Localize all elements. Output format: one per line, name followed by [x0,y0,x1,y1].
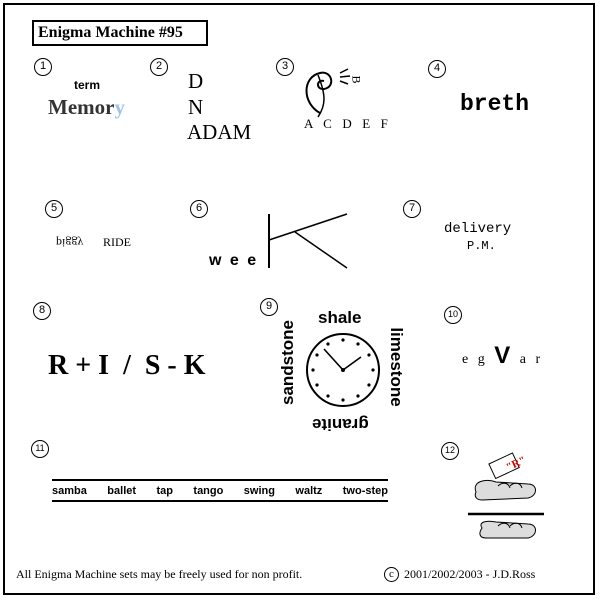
clock-tick [341,398,345,402]
clock-tick [315,383,319,387]
puzzle2-line3: ADAM [187,120,252,144]
number-12: 12 [441,442,459,460]
puzzle9-left-word: sandstone [278,319,297,405]
puzzle12-toes-drawing [468,452,544,539]
dance-item: waltz [295,485,323,497]
puzzle2-line1: D [188,69,204,93]
dance-item: tango [193,485,224,497]
puzzle11-dance-list: samba ballet tap tango swing waltz two-s… [52,479,388,502]
page-title: Enigma Machine #95 [32,20,208,46]
number-9: 9 [260,298,278,316]
number-10: 10 [444,306,462,324]
puzzle10-text: e g V a r [462,342,543,370]
puzzle7-line1: delivery [444,221,512,237]
footer-copyright: 2001/2002/2003 - J.D.Ross [404,567,536,581]
puzzle1-word: Memory [48,95,125,120]
number-11: 11 [31,440,49,458]
clock-tick [356,342,360,346]
puzzle4-word: breth [460,91,530,117]
clock-icon [306,333,380,407]
footer-notice: All Enigma Machine sets may be freely us… [16,567,303,581]
number-4: 4 [428,60,446,78]
puzzle6-k-shape [268,213,348,269]
puzzle9-right-word: limestone [387,327,406,407]
dance-item: ballet [107,485,137,497]
clock-tick [356,394,360,398]
puzzle2-line2: N [188,95,204,119]
puzzle8-text: R + I / S - K [48,350,206,381]
number-5: 5 [45,200,63,218]
number-7: 7 [403,200,421,218]
puzzle10-after: a r [519,352,544,367]
puzzle10-big-letter: V [494,342,514,369]
number-8: 8 [33,302,51,320]
clock-tick [367,353,371,357]
dance-item: tap [156,485,173,497]
copyright-letter: c [389,568,394,580]
number-6: 6 [190,200,208,218]
number-1: 1 [34,58,52,76]
puzzle3-bee-doodle [305,68,351,118]
puzzle6-word: w e e [209,252,259,269]
clock-tick [315,353,319,357]
number-2: 2 [150,58,168,76]
puzzle5-flipped-word: piggy [56,236,84,250]
number-3: 3 [276,58,294,76]
page-border [3,3,595,595]
puzzle9-top-word: shale [318,308,362,327]
puzzle1-small-word: term [74,78,101,92]
puzzle3-letter-row: A C D E F [304,116,388,131]
dance-item: swing [243,485,275,497]
puzzle3-letter: B [349,75,364,84]
puzzle5-word: RIDE [103,235,131,249]
clock-tick [371,368,375,372]
puzzle7-line2: P.M. [467,239,496,253]
copyright-symbol: c [384,567,399,582]
clock-tick [326,342,330,346]
clock-tick [367,383,371,387]
puzzle10-before: e g [462,352,488,367]
puzzle1-main: Memor [48,95,115,119]
dance-item: samba [52,485,87,497]
clock-tick [326,394,330,398]
clock-tick [341,338,345,342]
clock-tick [311,368,315,372]
dance-item: two-step [342,485,388,497]
puzzle9-bottom-word: granite [312,415,369,434]
puzzle1-last-letter: y [114,95,125,119]
